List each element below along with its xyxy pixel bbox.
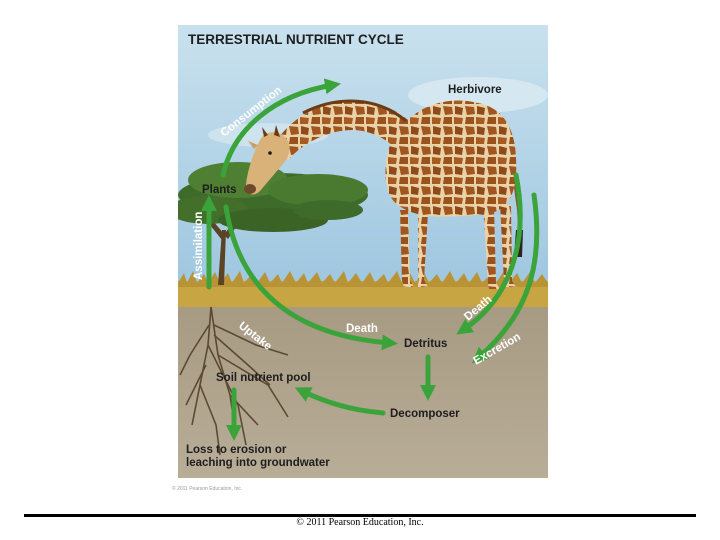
footer-credit: © 2011 Pearson Education, Inc. xyxy=(296,517,424,528)
decomposer-to-soil-arrow xyxy=(294,387,386,416)
herbivore-label: Herbivore xyxy=(448,84,502,96)
death-plants-arrow xyxy=(223,204,398,351)
detritus-label: Detritus xyxy=(404,338,447,350)
figure-credit: © 2011 Pearson Education, Inc. xyxy=(172,486,243,492)
nutrient-cycle-figure: TERRESTRIAL NUTRIENT CYCLE Herbivore Pla… xyxy=(178,25,548,478)
assimilation-label: Assimilation xyxy=(193,212,205,280)
soil-background xyxy=(178,303,548,478)
death-herbivore-arrow xyxy=(456,172,523,335)
cycle-arrows xyxy=(200,78,540,442)
loss-label-line2: leaching into groundwater xyxy=(186,457,330,469)
giraffe-illustration xyxy=(244,99,523,289)
loss-label-line1: Loss to erosion or xyxy=(186,444,287,456)
footer-divider xyxy=(24,514,696,517)
excretion-arrow xyxy=(471,192,540,364)
figure-title: TERRESTRIAL NUTRIENT CYCLE xyxy=(188,32,404,47)
decomposer-label: Decomposer xyxy=(390,408,460,420)
plant-roots xyxy=(179,306,289,456)
soil-nutrient-pool-label: Soil nutrient pool xyxy=(216,372,311,384)
death-plants-label: Death xyxy=(346,323,378,335)
plants-label: Plants xyxy=(202,184,237,196)
consumption-arrow xyxy=(220,78,341,178)
